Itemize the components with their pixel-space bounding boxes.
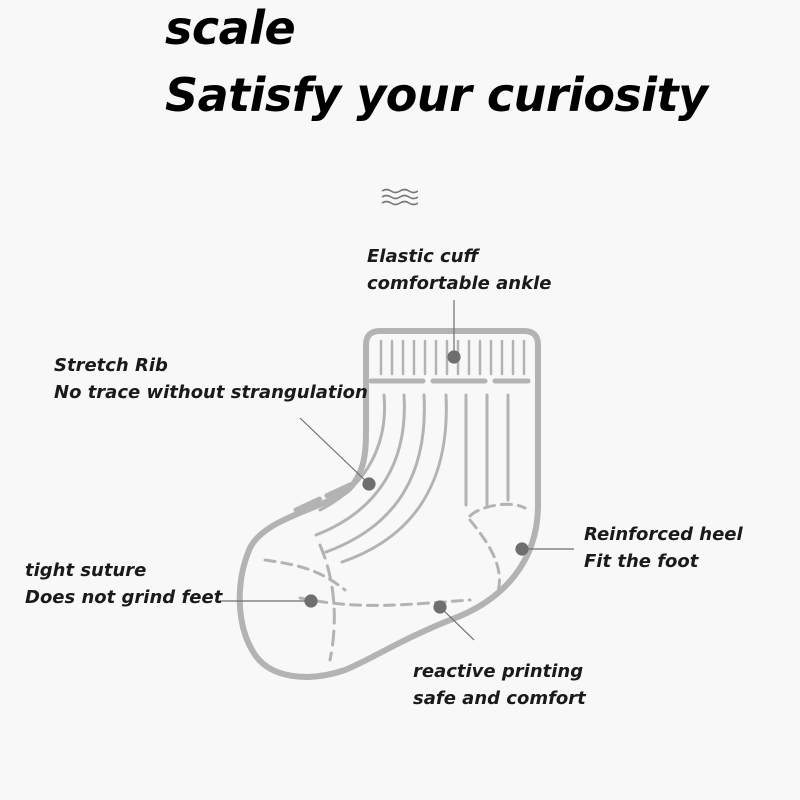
callout-reactive-printing: reactive printing safe and comfort: [413, 658, 586, 712]
callout-reinforced-heel-desc: Fit the foot: [584, 548, 743, 575]
callout-elastic-cuff: Elastic cuff comfortable ankle: [367, 243, 551, 297]
callout-elastic-cuff-desc: comfortable ankle: [367, 270, 551, 297]
callout-reactive-printing-desc: safe and comfort: [413, 685, 586, 712]
pointer-dot-print: [434, 601, 446, 613]
pointer-dot-rib: [363, 478, 375, 490]
callout-tight-suture-title: tight suture: [25, 557, 222, 584]
callout-stretch-rib-title: Stretch Rib: [54, 352, 368, 379]
callout-elastic-cuff-title: Elastic cuff: [367, 243, 551, 270]
callout-stretch-rib-desc: No trace without strangulation: [54, 379, 368, 406]
callout-tight-suture: tight suture Does not grind feet: [25, 557, 222, 611]
callout-tight-suture-desc: Does not grind feet: [25, 584, 222, 611]
pointer-line-rib: [300, 418, 369, 484]
callout-stretch-rib: Stretch Rib No trace without strangulati…: [54, 352, 368, 406]
callout-reactive-printing-title: reactive printing: [413, 658, 586, 685]
callout-reinforced-heel-title: Reinforced heel: [584, 521, 743, 548]
callout-reinforced-heel: Reinforced heel Fit the foot: [584, 521, 743, 575]
pointer-dot-suture: [305, 595, 317, 607]
leg-ribs: [316, 395, 508, 562]
pointer-dot-heel: [516, 543, 528, 555]
pointer-dot-cuff: [448, 351, 460, 363]
